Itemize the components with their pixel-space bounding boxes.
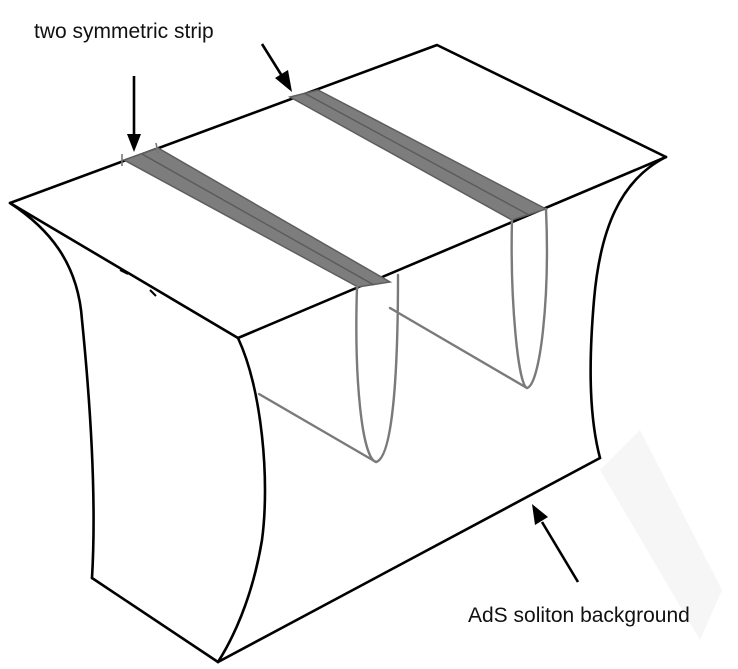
hidden-line-left <box>257 392 378 464</box>
arrow-strip-right-shaft <box>260 43 284 77</box>
hidden-line-right <box>388 306 529 390</box>
minimal-surface-right <box>510 207 549 390</box>
tick-strip-right <box>155 142 159 154</box>
strip-left <box>122 147 393 288</box>
arrow-strip-right-head <box>275 70 292 92</box>
right-outer-curve <box>589 155 668 460</box>
arrow-background-shaft <box>540 521 580 583</box>
rear-left-fragment <box>119 269 239 339</box>
minimal-surface-left <box>355 273 400 464</box>
background-label: AdS soliton background <box>468 604 690 627</box>
faint-shadow <box>600 430 722 640</box>
strip-label: two symmetric strip <box>34 20 214 43</box>
left-outer-curve <box>8 201 95 580</box>
strip-right-inner-line <box>303 92 530 216</box>
arrow-background-head <box>532 504 548 525</box>
strip-left-inner-line <box>141 153 375 286</box>
top-face <box>8 43 668 340</box>
bottom-left-edge <box>90 576 220 664</box>
bottom-front-edge <box>216 456 602 664</box>
arrow-strip-left-head <box>127 134 141 152</box>
front-curve <box>216 336 267 664</box>
